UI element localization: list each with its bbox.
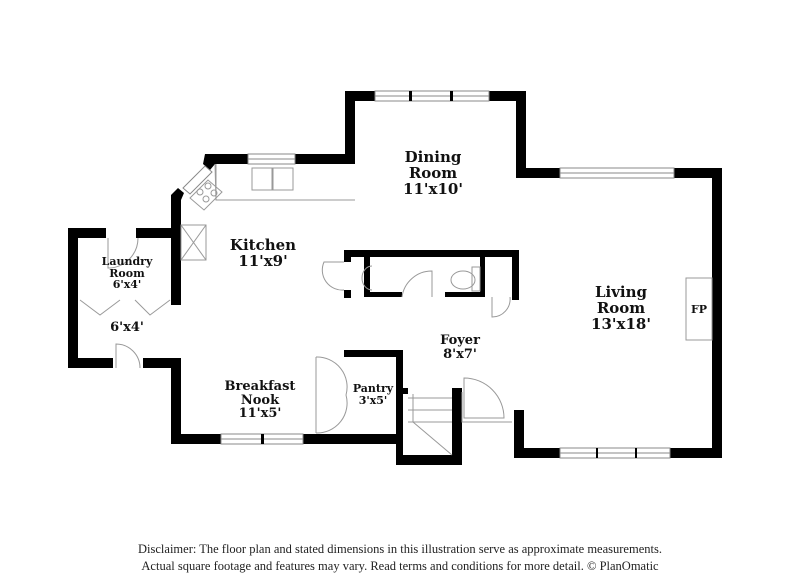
room-name: Room xyxy=(596,298,646,317)
disclaimer-line-1: Disclaimer: The floor plan and stated di… xyxy=(138,542,662,556)
room-name: Room xyxy=(408,163,458,182)
room-label-dining: Dining Room 11'x10' xyxy=(403,148,463,198)
room-name: Breakfast xyxy=(224,379,296,394)
fireplace-label: FP xyxy=(690,303,708,316)
room-label-laundry: Laundry Room 6'x4' xyxy=(102,256,153,291)
room-dimensions: 6'x4' xyxy=(112,278,142,292)
room-name: Kitchen xyxy=(229,236,297,254)
walls xyxy=(68,91,722,465)
room-label-kitchen: Kitchen 11'x9' xyxy=(229,236,297,270)
room-dimensions: 11'x5' xyxy=(238,406,282,422)
room-dimensions: 11'x10' xyxy=(403,179,463,198)
room-name: Pantry xyxy=(352,382,394,395)
room-name: Living xyxy=(594,283,648,301)
room-label-living: Living Room 13'x18' xyxy=(591,283,651,333)
room-label-pantry: Pantry 3'x5' xyxy=(353,383,393,406)
windows xyxy=(182,90,675,459)
disclaimer-line-2: Actual square footage and features may v… xyxy=(141,559,659,573)
room-name: Foyer xyxy=(440,333,480,348)
room-name: Laundry xyxy=(101,255,153,268)
fixtures xyxy=(79,163,713,456)
room-dimensions: 13'x18' xyxy=(591,314,651,333)
room-label-mudroom: 6'x4' xyxy=(110,321,144,335)
room-dimensions: 8'x7' xyxy=(443,346,477,362)
room-dimensions: 3'x5' xyxy=(358,393,388,407)
room-label-breakfast-nook: Breakfast Nook 11'x5' xyxy=(225,380,296,421)
room-name: Room xyxy=(109,266,145,280)
room-label-foyer: Foyer 8'x7' xyxy=(440,334,480,361)
room-name: Dining xyxy=(404,148,462,166)
room-dimensions: 11'x9' xyxy=(238,251,288,270)
disclaimer: Disclaimer: The floor plan and stated di… xyxy=(0,541,800,575)
room-name: Nook xyxy=(240,392,280,408)
room-dimensions: 6'x4' xyxy=(110,320,144,335)
